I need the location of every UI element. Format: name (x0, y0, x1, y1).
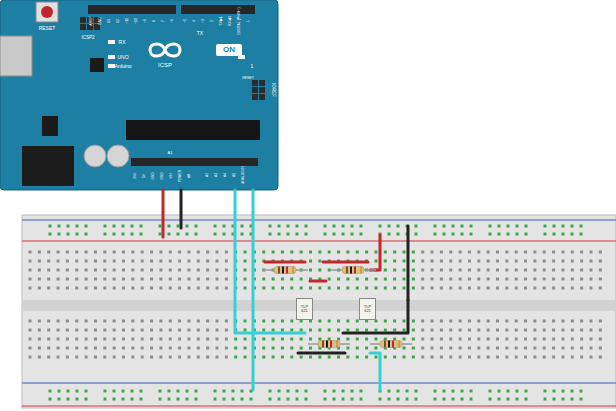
chip-label: TLP 621 (363, 305, 373, 314)
pin-label: TX▶1 (220, 16, 224, 25)
jumper-wire (323, 261, 368, 264)
pin-label: 3V3 (134, 173, 137, 179)
pin-label: 8 (153, 20, 157, 22)
pin-label: GND (161, 172, 164, 179)
jumper-wire (298, 352, 345, 355)
resistor-symbol (308, 341, 350, 348)
power-jack (22, 146, 74, 186)
jumper-wire (370, 353, 380, 390)
pin-label: GND (152, 172, 155, 179)
pin-header (131, 158, 204, 166)
pin-label: A1 (168, 151, 173, 155)
pin-label: A4 (224, 173, 227, 177)
pin-header (204, 158, 258, 166)
pin-header (181, 5, 255, 14)
pin-label: DIGITAL (PWM~) (238, 7, 242, 34)
optocoupler-chip: TLP 621 (359, 298, 376, 320)
pin-label: GND (99, 17, 103, 25)
pin-label: ~3 (202, 19, 206, 23)
pin-label: ~11 (126, 18, 130, 24)
jumper-wire (235, 190, 305, 333)
jumper-wire (265, 261, 305, 264)
pin-label: ~9 (144, 19, 148, 23)
chip-label: TLP 621 (300, 305, 310, 314)
pin-label: IOREF (271, 83, 276, 97)
pin-label: A5 (233, 173, 236, 177)
pin-label: VIN (170, 173, 173, 178)
microcontroller (126, 120, 260, 140)
pin-label: A2 (206, 173, 209, 177)
pin-label: 7 (162, 20, 166, 22)
pin-label: RESET (242, 77, 254, 81)
jumper-wire (407, 226, 410, 300)
jumper-wire (370, 235, 380, 270)
pin-label: A0 (188, 174, 191, 178)
pin-label: ICSP2 (81, 36, 94, 41)
reset-button (41, 6, 53, 18)
pin-label: RX (119, 40, 126, 45)
pin-label: 1 (251, 64, 254, 69)
jumper-wire (180, 190, 183, 228)
resistor-symbol (330, 267, 376, 274)
jumper-wire (162, 190, 165, 237)
pin-label: 2 (211, 20, 215, 22)
pin-label: ICSP (158, 62, 172, 68)
resistor-symbol (262, 267, 308, 274)
pin-label: 4 (193, 20, 197, 22)
optocoupler-chip: TLP 621 (296, 298, 313, 320)
pin-label: TX (197, 31, 203, 36)
resistor-symbol (370, 341, 412, 348)
arduino-board (0, 0, 278, 190)
pin-label: POWER (179, 170, 182, 182)
pin-label: 12 (117, 19, 121, 23)
jumper-wires (163, 190, 408, 390)
pin-label: 5V (143, 174, 146, 178)
pin-label: RX◀0 (229, 16, 233, 26)
jumper-wire (252, 190, 255, 390)
pin-label: L (247, 20, 251, 22)
pin-label: ANALOG IN (242, 166, 245, 183)
pin-label: UNO (117, 55, 128, 60)
pin-header (88, 5, 176, 14)
jumper-wire (310, 280, 326, 283)
pin-label: 13 (108, 19, 112, 23)
pin-label: ~5 (184, 19, 188, 23)
breadboard (22, 215, 616, 408)
pin-label: A3 (215, 173, 218, 177)
pin-label: ~6 (171, 19, 175, 23)
pin-label: ON (223, 46, 235, 54)
pin-label: RESET (39, 26, 56, 31)
pin-label: Arduino (114, 64, 131, 69)
usb-connector (0, 36, 32, 76)
pin-label: ~10 (135, 18, 139, 24)
pin-label: AREF (90, 16, 94, 25)
arduino-logo (150, 44, 180, 56)
